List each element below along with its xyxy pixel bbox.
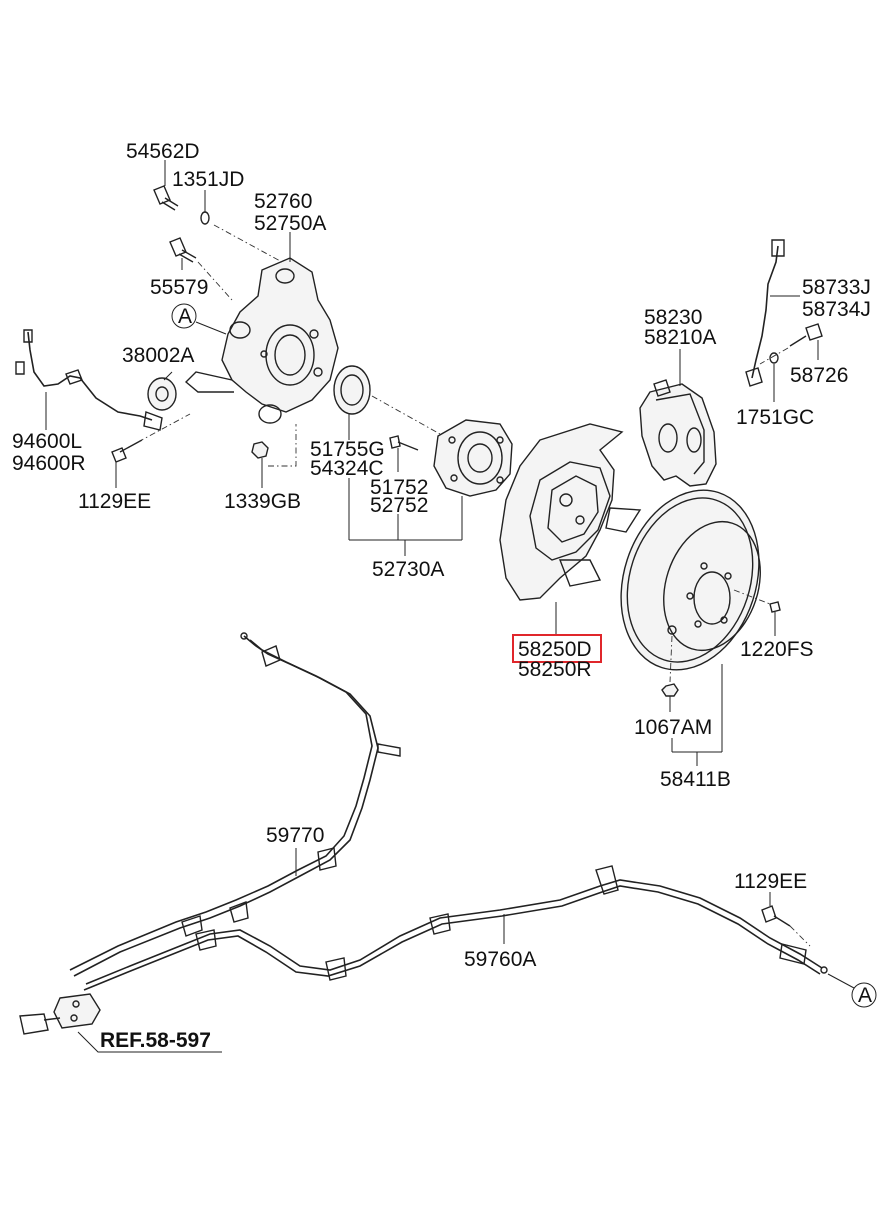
- caliper-58210A: [639, 379, 717, 487]
- ref-circle-a-top: [171, 303, 197, 329]
- knuckle-52750A: [184, 257, 339, 424]
- dash-seal: [371, 395, 441, 435]
- bolt-55579: [169, 237, 197, 263]
- ref-circle-a-bottom: [851, 982, 877, 1008]
- label-58230: 58230: [644, 306, 702, 329]
- label-52750A: 52750A: [254, 212, 326, 235]
- bolt-58726: [789, 323, 823, 347]
- speed-sensor-94600L: [15, 329, 163, 431]
- dash-1220FS: [733, 589, 771, 605]
- label-55579: 55579: [150, 276, 208, 299]
- label-54562D: 54562D: [126, 140, 200, 163]
- cable-59760A: [83, 865, 828, 991]
- dash-55579: [197, 261, 233, 301]
- bracket-52730A: [348, 478, 463, 556]
- dash-1339GB: [268, 424, 297, 467]
- dash-1129EE-left: [137, 413, 191, 443]
- label-58734J: 58734J: [802, 298, 871, 321]
- label-a-bottom: A: [858, 984, 872, 1007]
- label-a-top: A: [178, 305, 192, 328]
- label-51752: 51752: [370, 476, 428, 499]
- brake-disc-58411B: [620, 489, 761, 671]
- bolt-1129EE-right: [761, 905, 791, 927]
- bushing-38002A: [147, 377, 177, 411]
- label-ref-58-597: REF.58-597: [100, 1029, 211, 1052]
- label-51755G: 51755G: [310, 438, 385, 461]
- leader-ref-a-top: [195, 321, 227, 335]
- dash-1067AM: [669, 635, 673, 683]
- equalizer-bracket: [19, 993, 101, 1035]
- label-58250D: 58250D: [518, 638, 592, 661]
- brake-hose-58733J: [745, 239, 785, 387]
- backing-plate-58250D: [499, 423, 642, 601]
- nut-1339GB: [251, 441, 269, 459]
- label-58411B: 58411B: [660, 768, 731, 791]
- leader-ref-a-bottom: [827, 973, 855, 989]
- bracket-58411B: [671, 664, 723, 766]
- label-1339GB: 1339GB: [224, 490, 301, 513]
- clip-1751GC: [769, 352, 779, 364]
- bolt-1129EE-left: [111, 439, 143, 463]
- label-54324C: 54324C: [310, 457, 384, 480]
- label-59770: 59770: [266, 824, 324, 847]
- label-1751GC: 1751GC: [736, 406, 814, 429]
- hub-bolt-51752: [389, 435, 419, 451]
- bolt-54562D: [153, 185, 179, 211]
- label-58250R: 58250R: [518, 658, 592, 681]
- label-94600L: 94600L: [12, 430, 82, 453]
- nut-1067AM: [661, 683, 679, 697]
- label-52730A: 52730A: [372, 558, 444, 581]
- label-1220FS: 1220FS: [740, 638, 814, 661]
- label-58726: 58726: [790, 364, 848, 387]
- label-52760: 52760: [254, 190, 312, 213]
- label-59760A: 59760A: [464, 948, 536, 971]
- label-1129EE-right: 1129EE: [734, 870, 807, 893]
- hub-assembly-52730A: [433, 419, 513, 497]
- label-1351JD: 1351JD: [172, 168, 244, 191]
- dash-58726: [759, 347, 789, 365]
- leader-38002A: [163, 371, 173, 381]
- screw-1220FS: [769, 601, 781, 636]
- label-58733J: 58733J: [802, 276, 871, 299]
- leader-ref: [77, 1031, 222, 1053]
- washer-1351JD: [200, 211, 210, 225]
- label-52752: 52752: [370, 494, 428, 517]
- label-94600R: 94600R: [12, 452, 86, 475]
- label-1067AM: 1067AM: [634, 716, 712, 739]
- highlight-58250D: [512, 634, 602, 663]
- label-38002A: 38002A: [122, 344, 194, 367]
- cable-59770: [69, 632, 401, 977]
- label-1129EE-left: 1129EE: [78, 490, 151, 513]
- dash-1129EE-right: [789, 925, 811, 947]
- label-58210A: 58210A: [644, 326, 716, 349]
- seal-51755G: [333, 365, 371, 415]
